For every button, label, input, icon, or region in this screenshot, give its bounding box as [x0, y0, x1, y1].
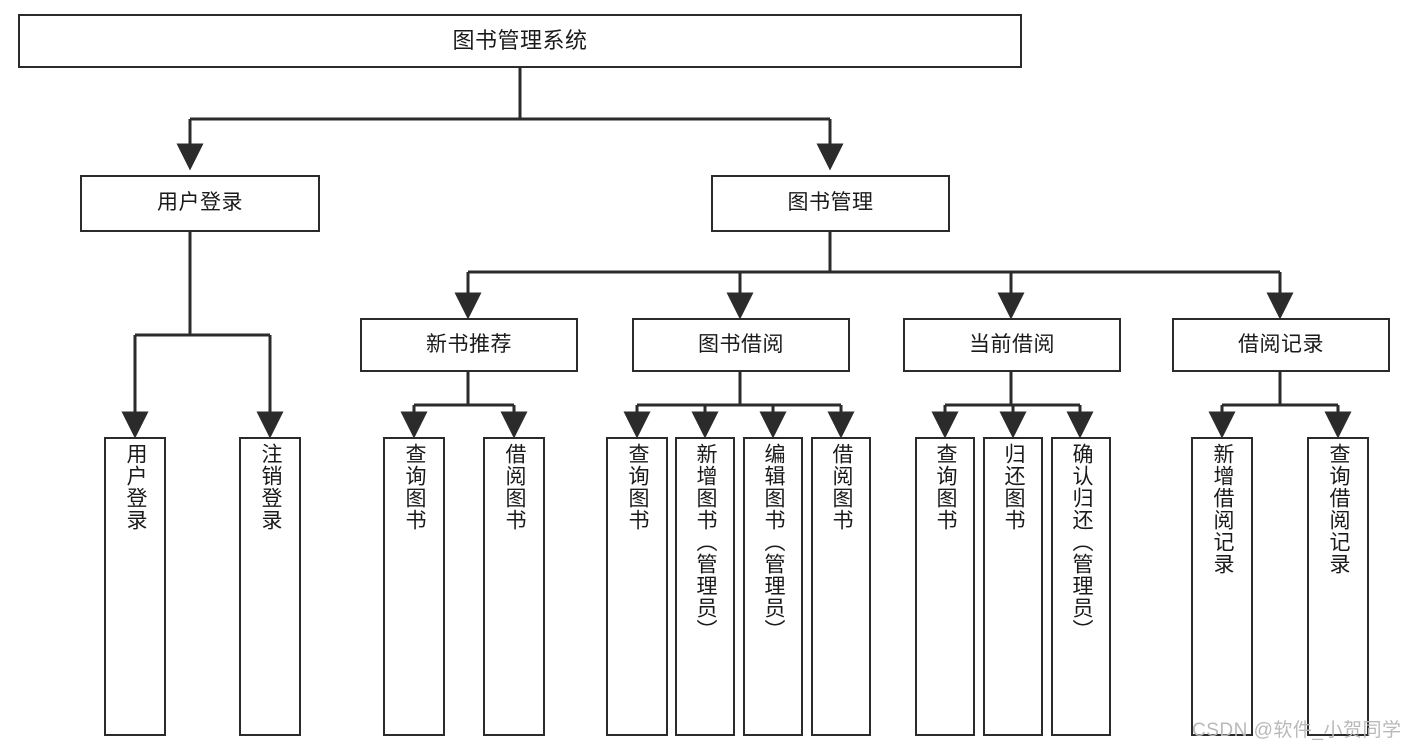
node-label: 用户登录: [157, 191, 243, 215]
leaf-query-book-borrow[interactable]: 查询图书: [606, 437, 668, 736]
node-label: 图书借阅: [698, 332, 784, 356]
node-current-borrow[interactable]: 当前借阅: [903, 318, 1121, 372]
node-label: 图书管理: [787, 191, 874, 215]
node-label: 编辑图书（管理员）: [762, 443, 786, 641]
watermark-text: CSDN @软件_小贺同学: [1192, 720, 1402, 741]
leaf-confirm-return-admin[interactable]: 确认归还（管理员）: [1051, 437, 1111, 736]
node-label: 新书推荐: [426, 332, 512, 356]
node-label: 注销登录: [259, 443, 283, 531]
node-label: 查询图书: [403, 443, 427, 531]
leaf-return-book[interactable]: 归还图书: [983, 437, 1043, 736]
node-label: 归还图书: [1002, 443, 1026, 531]
node-label: 借阅记录: [1238, 332, 1324, 356]
node-label: 新增借阅记录: [1211, 443, 1235, 575]
node-label: 查询图书: [626, 443, 650, 531]
node-borrow-records[interactable]: 借阅记录: [1172, 318, 1390, 372]
leaf-add-borrow-record[interactable]: 新增借阅记录: [1191, 437, 1253, 736]
node-label: 用户登录: [124, 443, 148, 531]
node-label: 新增图书（管理员）: [694, 443, 718, 641]
leaf-query-book-recommend[interactable]: 查询图书: [383, 437, 445, 736]
leaf-borrow-book-recommend[interactable]: 借阅图书: [483, 437, 545, 736]
leaf-query-borrow-record[interactable]: 查询借阅记录: [1307, 437, 1369, 736]
leaf-edit-book-admin[interactable]: 编辑图书（管理员）: [743, 437, 803, 736]
node-label: 当前借阅: [969, 332, 1055, 356]
node-label: 图书管理系统: [452, 28, 588, 54]
node-book-management-module[interactable]: 图书管理: [711, 175, 950, 232]
node-label: 确认归还（管理员）: [1070, 443, 1094, 641]
node-label: 借阅图书: [830, 443, 854, 531]
node-label: 查询图书: [934, 443, 958, 531]
leaf-user-login[interactable]: 用户登录: [104, 437, 166, 736]
node-user-login-module[interactable]: 用户登录: [80, 175, 320, 232]
leaf-user-logout[interactable]: 注销登录: [239, 437, 301, 736]
leaf-borrow-book[interactable]: 借阅图书: [811, 437, 871, 736]
leaf-add-book-admin[interactable]: 新增图书（管理员）: [675, 437, 735, 736]
node-label: 查询借阅记录: [1327, 443, 1351, 575]
node-new-book-recommend[interactable]: 新书推荐: [360, 318, 578, 372]
node-label: 借阅图书: [503, 443, 527, 531]
node-book-borrow[interactable]: 图书借阅: [632, 318, 850, 372]
leaf-query-book-current[interactable]: 查询图书: [915, 437, 975, 736]
node-root-system[interactable]: 图书管理系统: [18, 14, 1022, 68]
